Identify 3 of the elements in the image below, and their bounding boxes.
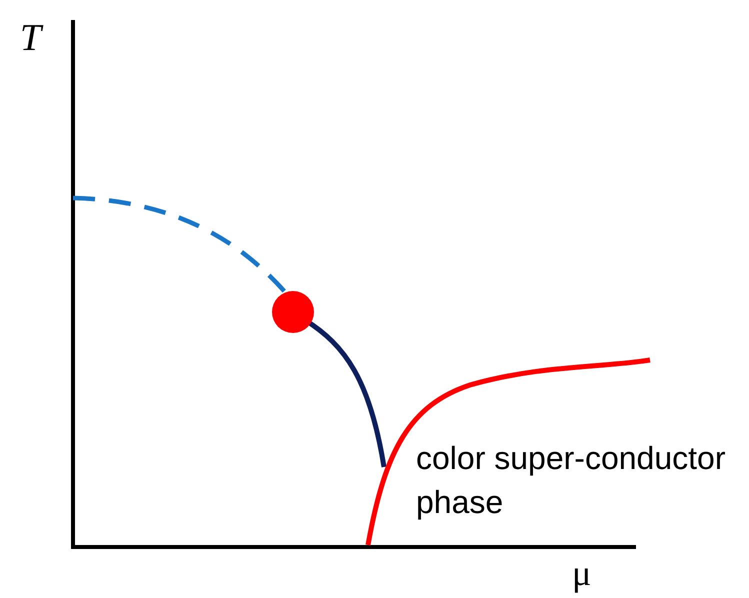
axis-label: μ xyxy=(572,552,592,594)
axis-label: T xyxy=(20,16,42,60)
region-label: color super-conductor phase xyxy=(416,439,726,522)
